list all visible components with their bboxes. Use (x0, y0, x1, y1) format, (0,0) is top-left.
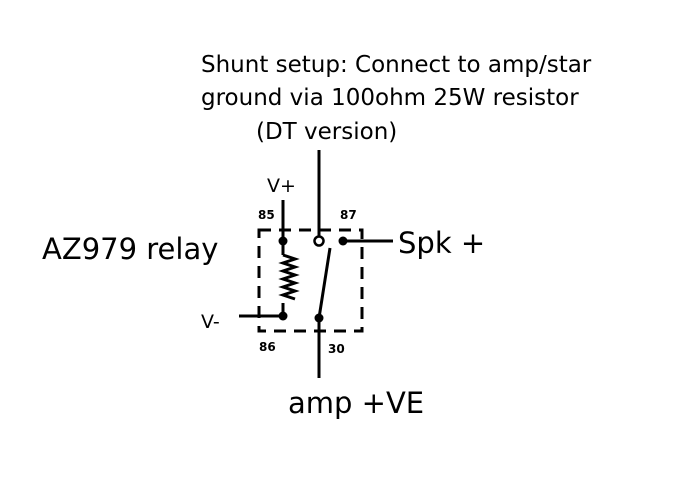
contact-arm (317, 247, 332, 319)
pin-86-label: 86 (259, 340, 276, 354)
pin-87-label: 87 (340, 208, 357, 222)
pin-86-terminal (278, 311, 288, 321)
pin-85-label: 85 (258, 208, 275, 222)
v-minus-label: V- (201, 311, 220, 333)
amp-ve-label: amp +VE (288, 386, 425, 420)
spk-plus-label: Spk + (398, 226, 486, 260)
relay-name: AZ979 relay (42, 232, 219, 266)
caption-line-2: ground via 100ohm 25W resistor (201, 85, 579, 111)
relay-outline (257, 228, 364, 333)
caption-line-3: (DT version) (256, 119, 398, 145)
pin-87-terminal (338, 236, 348, 246)
v-plus-label: V+ (267, 175, 296, 197)
coil-winding (278, 253, 300, 316)
pin-30-label: 30 (328, 342, 345, 356)
pin-30-terminal (314, 313, 324, 323)
pin-87a-terminal (313, 235, 325, 247)
pin-85-terminal (278, 236, 288, 246)
caption-line-1: Shunt setup: Connect to amp/star (201, 52, 592, 78)
